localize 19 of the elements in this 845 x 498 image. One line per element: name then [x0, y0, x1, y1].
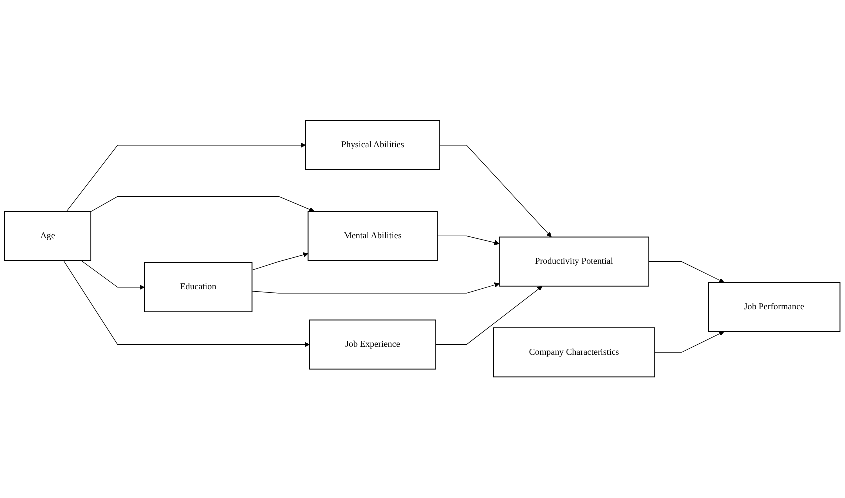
arrow — [252, 282, 500, 294]
arrow — [90, 196, 315, 212]
node-box: Education — [144, 262, 253, 312]
node-box: Mental Abilities — [308, 211, 438, 262]
node-box: Job Experience — [309, 320, 436, 370]
node-box: Age — [4, 211, 92, 262]
arrow — [66, 142, 306, 212]
arrow — [437, 236, 500, 246]
arrow — [440, 145, 552, 238]
node-box: Physical Abilities — [305, 120, 440, 170]
arrow — [63, 260, 310, 348]
arrow — [436, 286, 543, 346]
arrow — [81, 260, 145, 290]
node-box: Job Performance — [708, 282, 841, 332]
node-box: Productivity Potential — [499, 236, 650, 287]
arrow — [252, 252, 309, 271]
node-box: Company Characteristics — [493, 328, 656, 378]
arrow — [654, 332, 725, 353]
arrow — [648, 262, 725, 283]
